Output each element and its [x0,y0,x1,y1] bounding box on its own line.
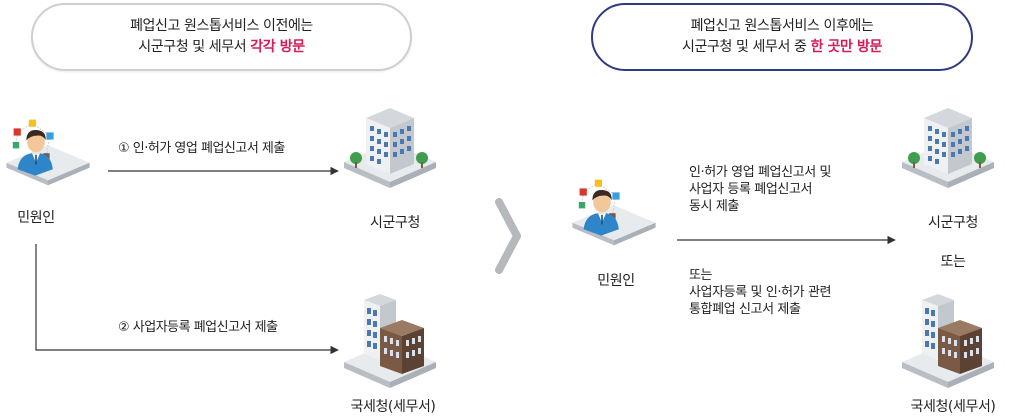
applicant-icon [0,118,96,198]
right-option1-line: 인·허가 영업 폐업신고서 및 [689,165,832,180]
right-city-hall-label: 시군구청 [928,215,978,231]
before-service-header: 폐업신고 원스톱서비스 이전에는 시군구청 및 세무서 각각 방문 [31,3,412,71]
tax-office-icon-right [898,286,998,396]
arrow-to-tax-office [35,244,339,355]
step2-label: ② 사업자등록 폐업신고서 제출 [118,320,278,335]
right-option1-line: 동시 제출 [689,199,739,214]
right-or-label: 또는 [940,254,966,270]
right-option2-line: 통합폐업 신고서 제출 [689,302,801,317]
applicant-icon-right [566,178,662,258]
before-highlight: 각각 방문 [250,39,305,55]
tax-office-icon [340,286,440,396]
left-city-hall-label: 시군구청 [370,215,420,231]
city-hall-icon [340,96,440,196]
city-hall-icon-right [898,96,998,196]
after-line2: 시군구청 및 세무서 중 한 곳만 방문 [682,37,882,58]
right-applicant-label: 민원인 [597,273,635,289]
after-line2-text: 시군구청 및 세무서 중 [682,39,811,55]
left-applicant-label: 민원인 [17,210,55,226]
left-tax-office-label: 국세청(세무서) [350,399,436,415]
right-option2: 또는 사업자등록 및 인·허가 관련 통합폐업 신고서 제출 [689,267,831,318]
right-option1: 인·허가 영업 폐업신고서 및 사업자 등록 폐업신고서 동시 제출 [689,164,831,215]
chevron-right-icon [495,198,521,274]
right-option1-line: 사업자 등록 폐업신고서 [689,182,813,197]
right-option2-line: 사업자등록 및 인·허가 관련 [689,285,832,300]
right-tax-office-label: 국세청(세무서) [910,399,996,415]
step1-label: ① 인·허가 영업 폐업신고서 제출 [118,141,285,156]
after-highlight: 한 곳만 방문 [810,39,883,55]
after-service-header: 폐업신고 원스톱서비스 이후에는 시군구청 및 세무서 중 한 곳만 방문 [591,3,973,71]
before-line2: 시군구청 및 세무서 각각 방문 [138,37,305,58]
before-line2-text: 시군구청 및 세무서 [138,39,251,55]
before-line1: 폐업신고 원스톱서비스 이전에는 [130,18,313,34]
right-option2-line: 또는 [689,268,713,283]
after-line1: 폐업신고 원스톱서비스 이후에는 [690,18,874,34]
